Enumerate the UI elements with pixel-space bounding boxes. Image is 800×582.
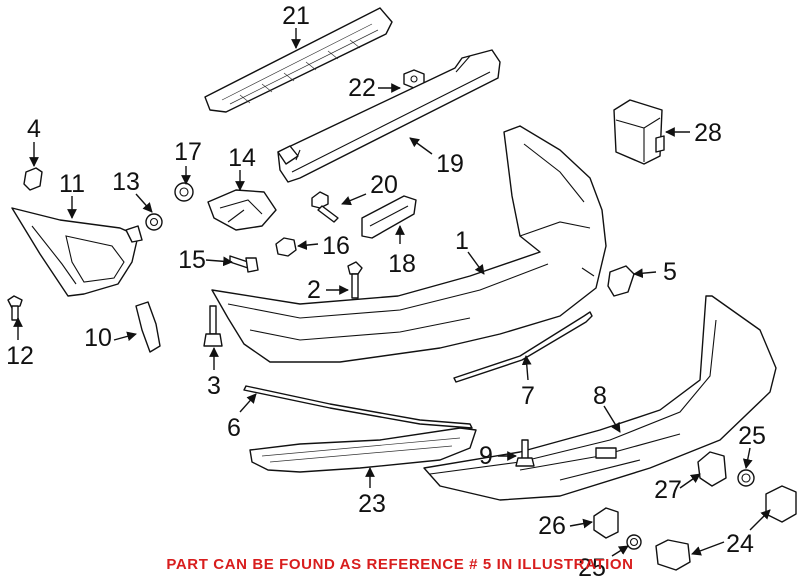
callout-12: 12: [6, 342, 34, 370]
part-11-side-bracket: [11, 207, 143, 297]
callout-25-lower: 25: [578, 554, 606, 582]
callout-6: 6: [227, 414, 241, 442]
part-24-sensor-holder: [655, 485, 797, 571]
part-1-bumper-cover: [211, 125, 607, 363]
callout-26: 26: [538, 512, 566, 540]
callout-16: 16: [322, 232, 350, 260]
callout-2: 2: [307, 276, 321, 304]
part-15-screw: [229, 255, 259, 273]
callout-22: 22: [348, 74, 376, 102]
callout-labels: 21 22 19 28 4 11 13 17 14 20 16 15 18 1 …: [6, 2, 766, 582]
part-25-ring-lower: [626, 534, 642, 550]
part-10-bracket: [135, 301, 161, 353]
callout-7: 7: [521, 382, 535, 410]
callout-24: 24: [726, 530, 754, 558]
part-18-bracket: [361, 195, 417, 239]
callout-28: 28: [694, 119, 722, 147]
callout-14: 14: [228, 144, 256, 172]
callout-15: 15: [178, 246, 206, 274]
part-16-nut: [275, 237, 297, 257]
callout-4: 4: [27, 115, 41, 143]
callout-19: 19: [436, 150, 464, 178]
part-9-bolt: [515, 439, 535, 467]
callout-27: 27: [654, 476, 682, 504]
callout-20: 20: [370, 171, 398, 199]
footer-note: PART CAN BE FOUND AS REFERENCE # 5 IN IL…: [166, 556, 634, 573]
callout-11: 11: [59, 170, 85, 198]
part-19-reinforcement: [277, 49, 501, 183]
part-2-bolt: [347, 261, 363, 299]
part-25-ring-upper: [737, 469, 755, 487]
callout-10: 10: [84, 324, 112, 352]
part-26-sensor: [593, 507, 619, 539]
callout-18: 18: [388, 250, 416, 278]
part-4-clip: [23, 167, 43, 191]
callout-9: 9: [479, 442, 493, 470]
part-8-diffuser: [423, 295, 777, 501]
part-28-module: [613, 99, 665, 165]
part-23-reflector: [249, 427, 477, 473]
part-14-bracket: [207, 189, 277, 231]
part-6-strip: [243, 385, 473, 429]
callout-1: 1: [455, 227, 469, 255]
callout-5: 5: [663, 258, 677, 286]
part-7-trim: [453, 311, 593, 383]
part-5-bracket: [607, 265, 635, 297]
callout-23: 23: [358, 490, 386, 518]
leader-lines: [13, 28, 771, 557]
callout-3: 3: [207, 372, 221, 400]
callout-13: 13: [112, 168, 140, 196]
callout-8: 8: [593, 382, 607, 410]
part-3-bolt: [203, 305, 223, 347]
part-20-bolt: [311, 191, 339, 223]
callout-25-upper: 25: [738, 422, 766, 450]
part-12-bolt: [7, 295, 23, 321]
part-17-clip: [174, 182, 194, 202]
callout-17: 17: [174, 138, 202, 166]
part-27-sensor: [697, 451, 727, 487]
part-21-energy-absorber: [204, 7, 393, 113]
part-13-grommet: [145, 213, 163, 231]
callout-21: 21: [282, 2, 310, 30]
